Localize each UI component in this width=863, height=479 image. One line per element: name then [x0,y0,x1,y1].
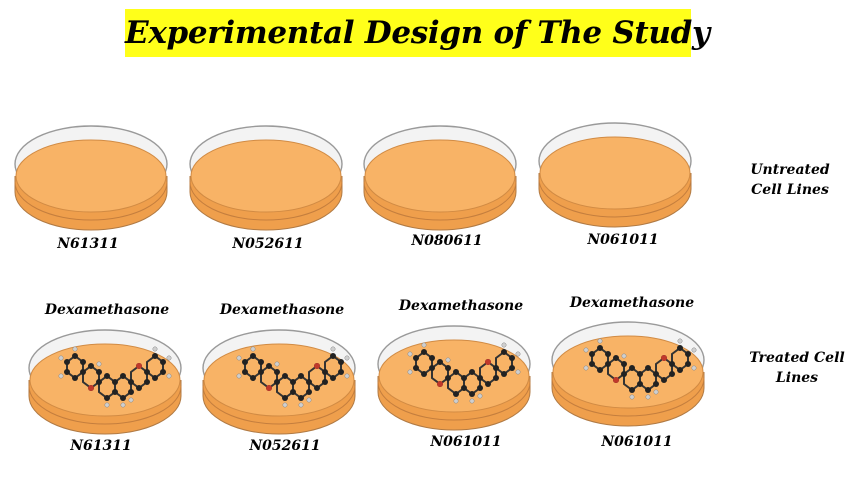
petri-dish-treated-3 [377,325,531,431]
petri-dish-untreated-1 [14,125,168,231]
dish-label-untreated-4: N061011 [587,232,659,248]
dish-label-untreated-2: N052611 [232,236,304,252]
petri-dish-untreated-3 [363,125,517,231]
untreated-label-line1: Untreated [750,162,830,178]
dish-label-treated-3: N061011 [430,434,502,450]
petri-dish-untreated-2 [189,125,343,231]
petri-dish-untreated-4 [538,122,692,228]
dish-label-treated-2: N052611 [249,438,321,454]
dish-label-treated-4: N061011 [601,434,673,450]
compound-label-3: Dexamethasone [398,298,524,314]
dish-label-untreated-1: N61311 [57,236,119,252]
treated-label-line2: Lines [775,370,819,386]
diagram-title: Experimental Design of The Study [125,9,710,57]
treated-label-line1: Treated Cell [749,350,845,366]
compound-label-4: Dexamethasone [569,295,695,311]
treated-group-label: Treated Cell Lines [744,348,850,388]
dish-label-treated-1: N61311 [70,438,132,454]
untreated-group-label: Untreated Cell Lines [740,160,840,200]
compound-label-1: Dexamethasone [44,302,170,318]
dish-label-untreated-3: N080611 [411,233,483,249]
petri-dish-treated-2 [202,329,356,435]
untreated-label-line2: Cell Lines [751,182,829,198]
compound-label-2: Dexamethasone [219,302,345,318]
petri-dish-treated-4 [551,321,705,427]
petri-dish-treated-1 [28,329,182,435]
